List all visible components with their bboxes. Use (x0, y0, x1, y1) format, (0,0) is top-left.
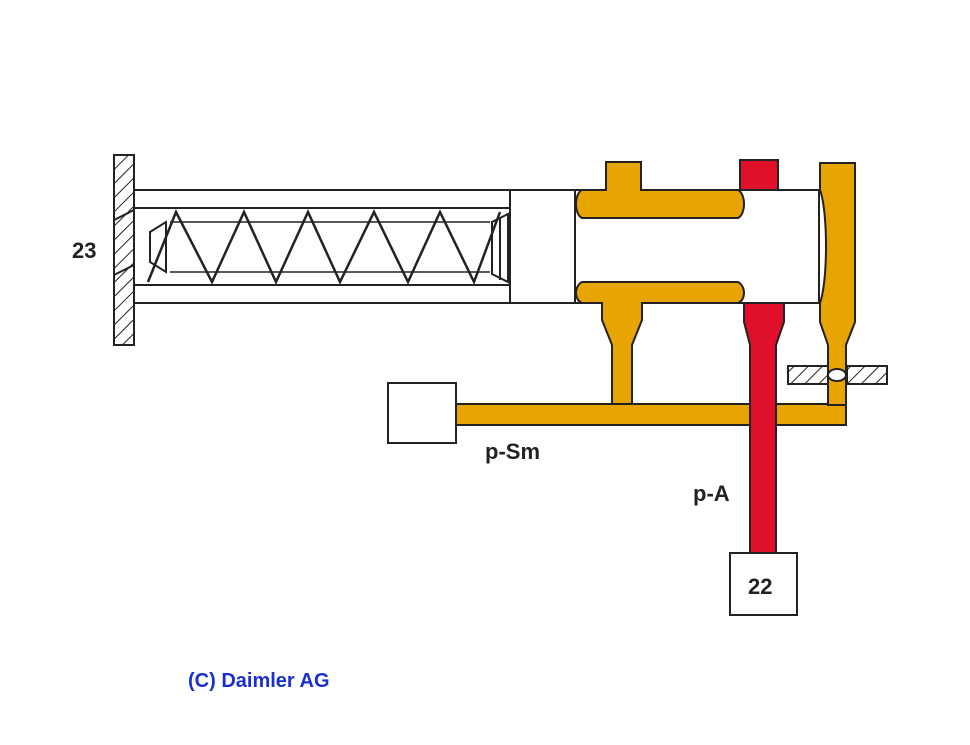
label-spring-seat: 23 (72, 238, 96, 263)
pressure-source-box (387, 382, 457, 444)
label-p-a: p-A (693, 481, 730, 506)
stop-plate (113, 154, 135, 346)
label-p-sm: p-Sm (485, 439, 540, 464)
outlet-box (729, 552, 798, 616)
spring-assembly (134, 189, 576, 304)
spring-icon (146, 208, 502, 286)
ground-symbol (787, 365, 888, 385)
copyright-credit: (C) Daimler AG (188, 670, 330, 692)
label-outlet: 22 (748, 574, 772, 599)
